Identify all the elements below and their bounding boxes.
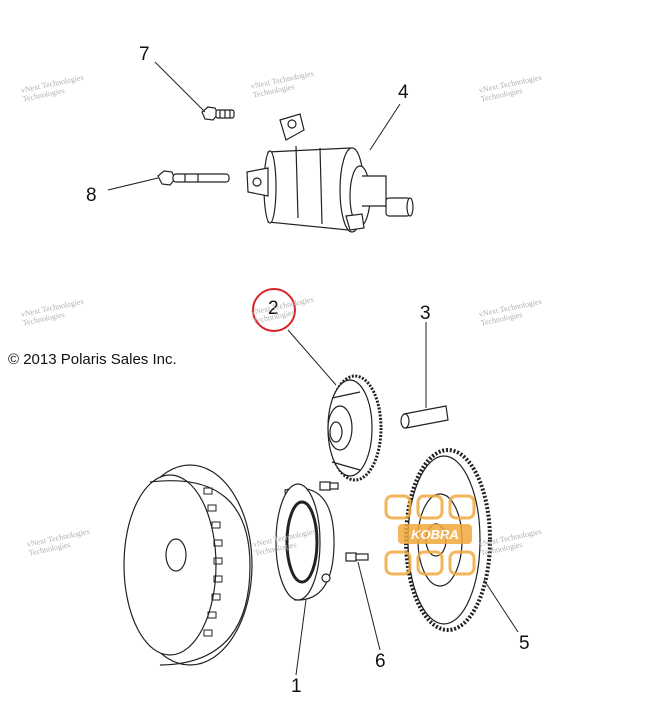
starter-motor-part-4 <box>246 113 414 233</box>
callout-6: 6 <box>375 651 386 672</box>
callout-1: 1 <box>291 676 302 697</box>
highlight-circle <box>252 288 296 332</box>
kobra-logo: KOBRA <box>384 494 476 576</box>
callout-5: 5 <box>519 633 530 654</box>
bolt-part-6 <box>319 481 369 562</box>
copyright-text: © 2013 Polaris Sales Inc. <box>8 351 177 368</box>
bolt-part-8 <box>157 170 230 186</box>
clutch-housing <box>275 483 335 601</box>
callout-2: 2 <box>268 298 279 319</box>
callout-7: 7 <box>139 44 150 65</box>
svg-text:KOBRA: KOBRA <box>411 527 459 542</box>
callout-3: 3 <box>420 303 431 324</box>
callout-4: 4 <box>398 82 409 103</box>
bolt-part-7 <box>201 106 235 121</box>
flywheel-part-1 <box>123 464 253 666</box>
idler-gear-part-2 <box>327 374 383 482</box>
callout-8: 8 <box>86 185 97 206</box>
shaft-part-3 <box>400 405 449 429</box>
